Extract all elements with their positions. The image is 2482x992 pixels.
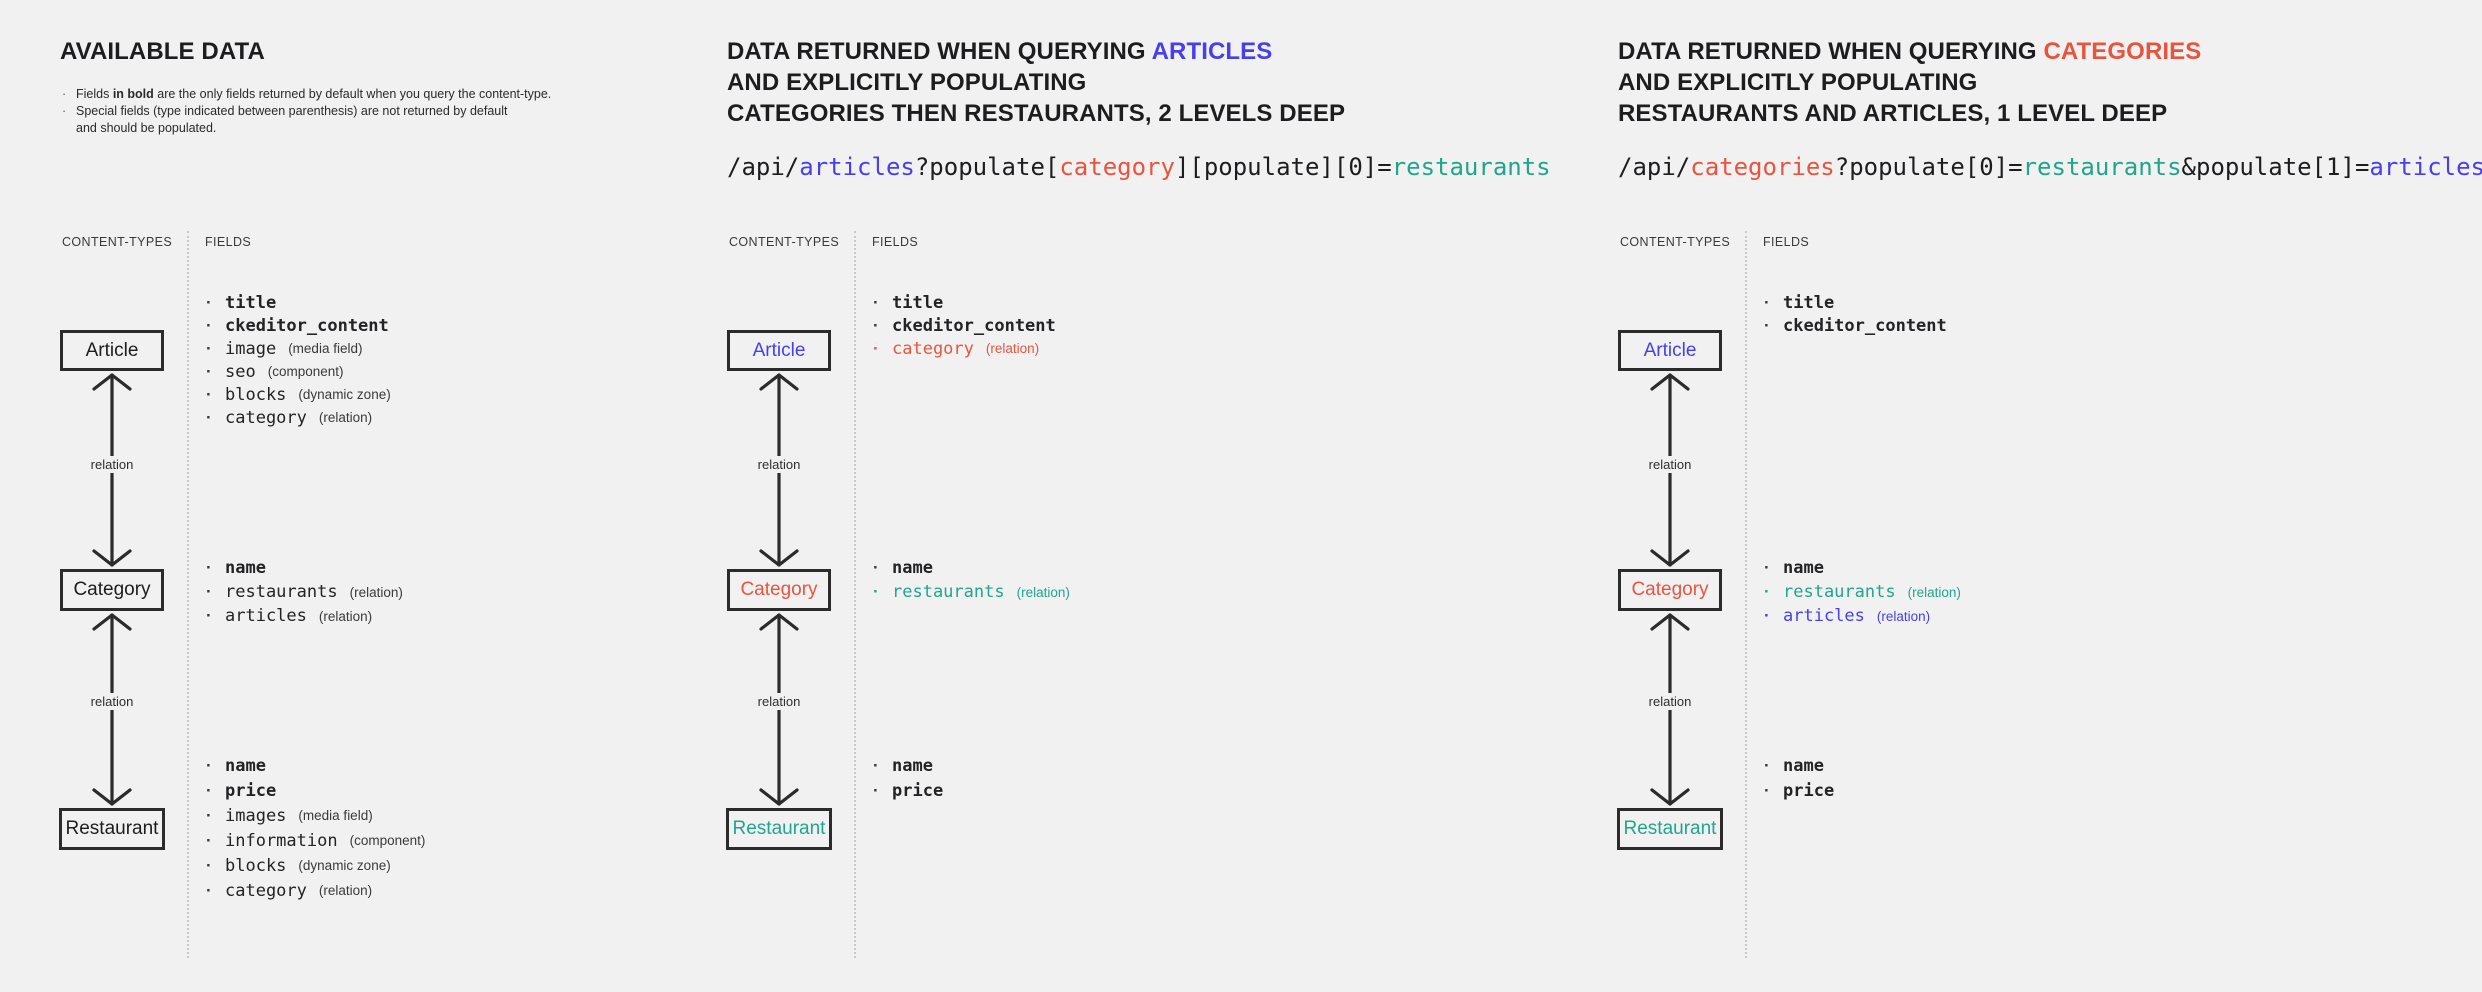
node-label: Article <box>85 339 139 361</box>
node-label: Restaurant <box>65 818 159 839</box>
api-query: /api/articles?populate[category][populat… <box>727 153 1551 181</box>
node-label: Category <box>73 579 151 600</box>
panel-available-data: AVAILABLE DATA Fields in bold are the on… <box>59 0 710 992</box>
panel-title: DATA RETURNED WHEN QUERYING ARTICLES AND… <box>727 38 1346 127</box>
article-fields-list: title ckeditor_content category(relation… <box>873 291 1056 360</box>
node-category-box: Category <box>60 569 164 611</box>
panel-title: AVAILABLE DATA <box>60 38 265 65</box>
field-row-images: images(media field) <box>206 803 425 828</box>
note-text: and should be populated. <box>76 121 217 135</box>
relation-label: relation <box>1643 456 1697 473</box>
relation-label: relation <box>85 456 139 473</box>
node-label: Article <box>1643 339 1697 361</box>
field-row-ckeditor-content: ckeditor_content <box>206 314 391 337</box>
bullet-icon <box>62 103 76 120</box>
field-row-blocks: blocks(dynamic zone) <box>206 383 391 406</box>
content-types-header: CONTENT-TYPES <box>62 235 173 249</box>
notes-list: Fields in bold are the only fields retur… <box>62 86 642 137</box>
node-article-box: Article <box>1618 330 1722 371</box>
bullet-spacer <box>62 120 76 137</box>
node-label: Article <box>752 339 806 361</box>
field-row-category: category(relation) <box>206 406 391 429</box>
field-row-name: name <box>206 753 425 778</box>
note-item: Fields in bold are the only fields retur… <box>62 86 642 103</box>
fields-header: FIELDS <box>872 235 919 249</box>
field-row-title: title <box>873 291 1056 314</box>
note-item: Special fields (type indicated between p… <box>62 103 642 120</box>
field-row-title: title <box>1764 291 1947 314</box>
field-row-name: name <box>873 556 1070 580</box>
note-text: Fields in bold are the only fields retur… <box>76 87 552 101</box>
relation-label: relation <box>85 693 139 710</box>
category-fields-list: name restaurants(relation) <box>873 556 1070 604</box>
node-label: Restaurant <box>732 818 826 839</box>
content-types-header: CONTENT-TYPES <box>1620 235 1731 249</box>
restaurant-fields-list: name price <box>1764 753 1834 803</box>
field-row-name: name <box>206 556 403 580</box>
node-article-box: Article <box>727 330 831 371</box>
accent-categories: CATEGORIES <box>2043 38 2202 65</box>
panel-query-categories: DATA RETURNED WHEN QUERYING CATEGORIES A… <box>1617 0 2482 992</box>
category-fields-list: name restaurants(relation) articles(rela… <box>206 556 403 628</box>
node-restaurant-box: Restaurant <box>59 808 165 850</box>
fields-header: FIELDS <box>1763 235 1810 249</box>
column-divider <box>854 231 856 958</box>
field-row-restaurants: restaurants(relation) <box>1764 580 1961 604</box>
field-row-name: name <box>1764 753 1834 778</box>
article-fields-list: title ckeditor_content image(media field… <box>206 291 391 429</box>
relation-label: relation <box>1643 693 1697 710</box>
column-divider <box>1745 231 1747 958</box>
relation-label: relation <box>752 693 806 710</box>
content-types-header: CONTENT-TYPES <box>729 235 840 249</box>
node-article-box: Article <box>60 330 164 371</box>
bullet-icon <box>62 86 76 103</box>
field-row-price: price <box>873 778 943 803</box>
field-row-articles: articles(relation) <box>206 604 403 628</box>
restaurant-fields-list: name price images(media field) informati… <box>206 753 425 903</box>
field-row-price: price <box>206 778 425 803</box>
fields-header: FIELDS <box>205 235 252 249</box>
field-row-price: price <box>1764 778 1834 803</box>
node-restaurant-box: Restaurant <box>1617 808 1723 850</box>
node-category-box: Category <box>1618 569 1722 611</box>
node-label: Restaurant <box>1623 818 1717 839</box>
field-row-blocks: blocks(dynamic zone) <box>206 853 425 878</box>
note-text: Special fields (type indicated between p… <box>76 104 508 118</box>
field-row-ckeditor-content: ckeditor_content <box>1764 314 1947 337</box>
field-row-title: title <box>206 291 391 314</box>
relation-label: relation <box>752 456 806 473</box>
field-row-seo: seo(component) <box>206 360 391 383</box>
field-row-restaurants: restaurants(relation) <box>873 580 1070 604</box>
field-row-articles: articles(relation) <box>1764 604 1961 628</box>
field-row-image: image(media field) <box>206 337 391 360</box>
api-query: /api/categories?populate[0]=restaurants&… <box>1618 153 2482 181</box>
node-restaurant-box: Restaurant <box>726 808 832 850</box>
note-item-continuation: and should be populated. <box>62 120 642 137</box>
field-row-name: name <box>1764 556 1961 580</box>
accent-articles: ARTICLES <box>1151 38 1273 65</box>
field-row-ckeditor-content: ckeditor_content <box>873 314 1056 337</box>
panel-query-articles: DATA RETURNED WHEN QUERYING ARTICLES AND… <box>726 0 1607 992</box>
field-row-name: name <box>873 753 943 778</box>
article-fields-list: title ckeditor_content <box>1764 291 1947 337</box>
column-divider <box>187 231 189 958</box>
restaurant-fields-list: name price <box>873 753 943 803</box>
field-row-restaurants: restaurants(relation) <box>206 580 403 604</box>
panel-title: DATA RETURNED WHEN QUERYING CATEGORIES A… <box>1618 38 2202 127</box>
field-row-category: category(relation) <box>206 878 425 903</box>
category-fields-list: name restaurants(relation) articles(rela… <box>1764 556 1961 628</box>
node-label: Category <box>1631 579 1709 600</box>
field-row-information: information(component) <box>206 828 425 853</box>
node-label: Category <box>740 579 818 600</box>
field-row-category: category(relation) <box>873 337 1056 360</box>
node-category-box: Category <box>727 569 831 611</box>
